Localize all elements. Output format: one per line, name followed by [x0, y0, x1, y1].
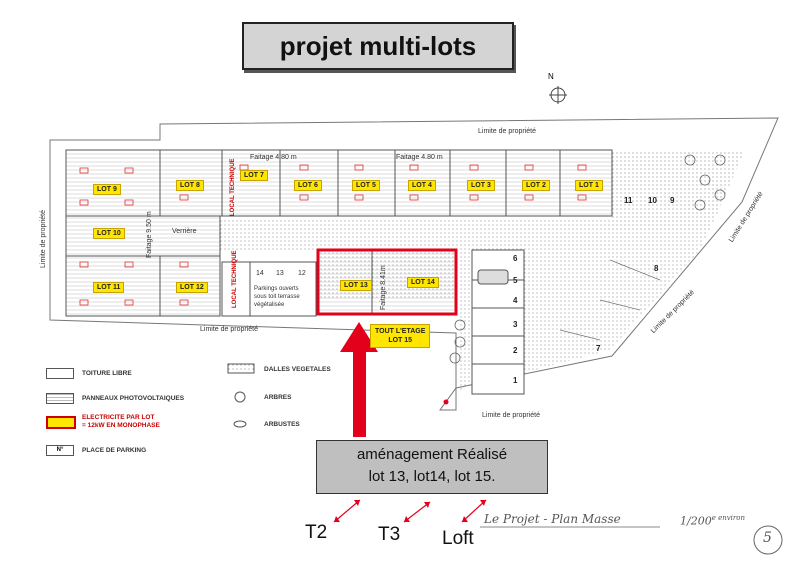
lot-14-label: LOT 14: [407, 277, 439, 288]
legend-arbres: ARBRES: [264, 394, 292, 401]
limit-bottom-right: Limite de propriété: [482, 412, 540, 419]
lot-15-line2: LOT 15: [388, 337, 413, 344]
legend-arbustes: ARBUSTES: [264, 421, 300, 428]
lot-3-label: LOT 3: [467, 180, 495, 191]
scale-sup: e environ: [711, 514, 745, 522]
parking-num-9: 9: [670, 196, 675, 205]
top-row-building: [65, 149, 613, 217]
legend-panneaux: PANNEAUX PHOTOVOLTAIQUES: [82, 395, 185, 402]
legend-parking-symbol: N°: [56, 447, 64, 453]
faitage-480-a: Faitage 4.80 m: [250, 154, 297, 161]
parking-num-2: 2: [513, 346, 518, 355]
parking-num-7: 7: [596, 344, 601, 353]
verriere-label: Verrière: [172, 228, 197, 235]
handwritten-plan: Le Projet - Plan Masse: [484, 512, 621, 526]
parking-4: [471, 307, 525, 337]
legend-panneaux-swatch: [46, 393, 74, 404]
compass-label: N: [548, 72, 554, 81]
limit-left: Limite de propriété: [40, 210, 47, 268]
legend-toiture-swatch: [46, 368, 74, 379]
parking-num-1: 1: [513, 376, 518, 385]
type-loft: Loft: [442, 528, 474, 549]
right-green-area: [610, 150, 745, 230]
legend-elec-swatch: [46, 416, 76, 429]
page-title: projet multi-lots: [242, 22, 514, 70]
limit-top: Limite de propriété: [478, 128, 536, 135]
legend-parking: PLACE DE PARKING: [82, 447, 147, 454]
parking-num-14: 14: [256, 270, 264, 277]
type-t2: T2: [305, 522, 328, 543]
lot-2-label: LOT 2: [522, 180, 550, 191]
parking-block: [221, 261, 317, 317]
lot-12-label: LOT 12: [176, 282, 208, 293]
amenagement-line1: aménagement Réalisé: [356, 446, 508, 463]
lot-11-label: LOT 11: [93, 282, 125, 293]
amenagement-note: aménagement Réalisé lot 13, lot14, lot 1…: [316, 440, 548, 494]
parking-num-8: 8: [654, 264, 659, 273]
lot-5-label: LOT 5: [352, 180, 380, 191]
lot-15-label: TOUT L'ETAGE LOT 15: [370, 324, 431, 348]
lot13-14-outline: [316, 248, 458, 316]
handwritten-scale: 1/200e environ: [680, 514, 745, 528]
legend-dalles: DALLES VEGETALES: [264, 366, 331, 373]
lot-13-label: LOT 13: [340, 280, 372, 291]
lot-7-label: LOT 7: [240, 170, 268, 181]
compass: N: [545, 72, 571, 108]
local-technique-1: LOCAL TECHNIQUE: [230, 158, 236, 216]
compass-icon: [549, 86, 567, 104]
parking-3: [471, 335, 525, 365]
lot-6-label: LOT 6: [294, 180, 322, 191]
parking-num-5: 5: [513, 276, 518, 285]
faitage-950: Faitage 9.50 m: [146, 211, 153, 258]
lot-8-label: LOT 8: [176, 180, 204, 191]
red-arrow: [340, 322, 378, 437]
parking-num-12: 12: [298, 270, 306, 277]
parking-num-11: 11: [624, 196, 633, 205]
page-number: 5: [763, 530, 772, 546]
parking-num-13: 13: [276, 270, 284, 277]
type-arrows: [333, 499, 487, 523]
parkings-line3: végétalisée: [254, 302, 285, 308]
property-boundary: [49, 117, 779, 411]
scale-main: 1/200: [680, 514, 712, 528]
lot-4-label: LOT 4: [408, 180, 436, 191]
lot-15-line1: TOUT L'ETAGE: [375, 328, 426, 335]
local-technique-2: LOCAL TECHNIQUE: [232, 250, 238, 308]
parking-num-6: 6: [513, 254, 518, 263]
faitage-841: Faitage 8.41m: [380, 265, 387, 310]
parked-car: [477, 269, 509, 285]
faitage-480-b: Faitage 4.80 m: [396, 154, 443, 161]
amenagement-line2: lot 13, lot14, lot 15.: [368, 468, 496, 485]
lot-1-label: LOT 1: [575, 180, 603, 191]
parkings-line2: sous toit terrasse: [254, 294, 300, 300]
legend-elec-line1: ELECTRICITE PAR LOT: [82, 414, 155, 421]
left-block: [65, 215, 221, 317]
legend-elec: ELECTRICITE PAR LOT = 12kW EN MONOPHASE: [82, 414, 160, 430]
legend-toiture: TOITURE LIBRE: [82, 370, 132, 377]
parkings-text: Parkings ouverts sous toit terrasse végé…: [254, 285, 300, 309]
legend-parking-swatch: N°: [46, 445, 74, 456]
parking-num-10: 10: [648, 196, 657, 205]
lot-10-label: LOT 10: [93, 228, 125, 239]
parking-num-3: 3: [513, 320, 518, 329]
type-t3: T3: [378, 524, 401, 545]
limit-bottom: Limite de propriété: [200, 326, 258, 333]
lot-9-label: LOT 9: [93, 184, 121, 195]
legend-elec-line2: = 12kW EN MONOPHASE: [82, 422, 160, 429]
parking-num-4: 4: [513, 296, 518, 305]
parking-2: [471, 363, 525, 395]
parkings-line1: Parkings ouverts: [254, 286, 299, 292]
